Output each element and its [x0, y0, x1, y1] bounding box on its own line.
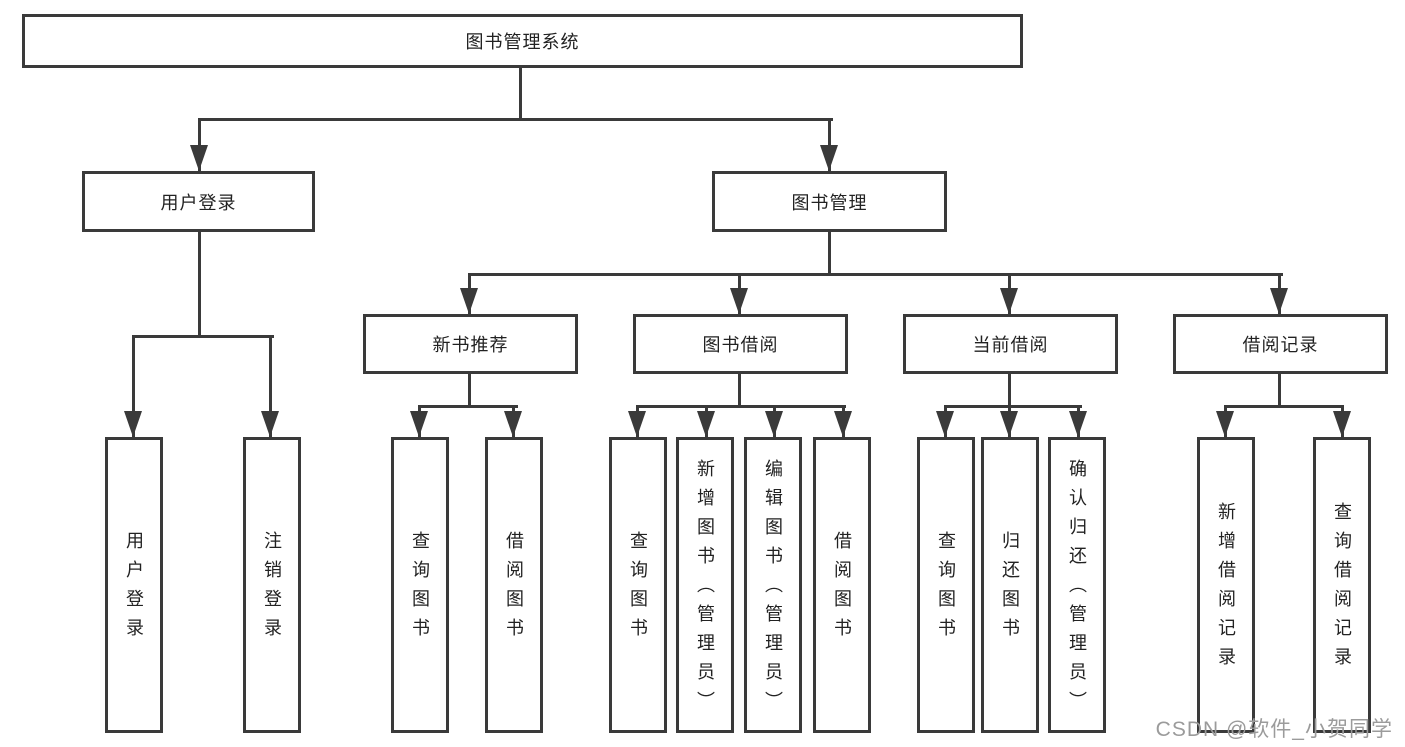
arrowhead-book-management [820, 145, 838, 171]
arrowhead-br-leaf1 [1216, 411, 1234, 437]
leaf-bb-edit-books-admin: 编辑图书（管理员） [744, 437, 802, 733]
leaf-br-add-record: 新增借阅记录 [1197, 437, 1255, 733]
arrowhead-book-borrow [730, 288, 748, 314]
connector-root-branch [198, 118, 833, 121]
arrowhead-current-borrow [1000, 288, 1018, 314]
node-new-book-recommend: 新书推荐 [363, 314, 578, 374]
arrowhead-bb-leaf4 [834, 411, 852, 437]
leaf-logout: 注销登录 [243, 437, 301, 733]
connector-root-stem [519, 68, 522, 121]
arrowhead-borrow-records [1270, 288, 1288, 314]
leaf-bb-query-books: 查询图书 [609, 437, 667, 733]
leaf-cb-query-books: 查询图书 [917, 437, 975, 733]
leaf-bb-add-books-admin: 新增图书（管理员） [676, 437, 734, 733]
arrowhead-rec-leaf2 [504, 411, 522, 437]
node-library-system: 图书管理系统 [22, 14, 1023, 68]
arrowhead-bb-leaf3 [765, 411, 783, 437]
connector-bb-stem [738, 374, 741, 408]
connector-rec-branch [418, 405, 518, 408]
leaf-user-login: 用户登录 [105, 437, 163, 733]
leaf-cb-confirm-return-admin: 确认归还（管理员） [1048, 437, 1106, 733]
connector-bb-branch [636, 405, 846, 408]
arrowhead-leaf-login [124, 411, 142, 437]
arrowhead-rec-leaf1 [410, 411, 428, 437]
arrowhead-cb-leaf3 [1069, 411, 1087, 437]
leaf-br-query-record: 查询借阅记录 [1313, 437, 1371, 733]
connector-rec-stem [468, 374, 471, 408]
connector-to-leaf-logout [269, 335, 272, 437]
leaf-cb-return-books: 归还图书 [981, 437, 1039, 733]
connector-cb-stem [1008, 374, 1011, 408]
connector-mgmt-branch [468, 273, 1283, 276]
connector-login-branch [132, 335, 274, 338]
connector-to-user-login [198, 118, 201, 171]
node-book-management: 图书管理 [712, 171, 947, 232]
arrowhead-user-login [190, 145, 208, 171]
csdn-watermark: CSDN @软件_小贺同学 [1155, 718, 1393, 741]
arrowhead-cb-leaf2 [1000, 411, 1018, 437]
arrowhead-new-book [460, 288, 478, 314]
connector-br-stem [1278, 374, 1281, 408]
arrowhead-cb-leaf1 [936, 411, 954, 437]
arrowhead-bb-leaf1 [628, 411, 646, 437]
connector-mgmt-stem [828, 232, 831, 276]
arrowhead-leaf-logout [261, 411, 279, 437]
leaf-rec-query-books: 查询图书 [391, 437, 449, 733]
connector-br-branch [1224, 405, 1344, 408]
node-borrow-records: 借阅记录 [1173, 314, 1388, 374]
connector-login-stem [198, 232, 201, 338]
arrowhead-br-leaf2 [1333, 411, 1351, 437]
leaf-bb-borrow-books: 借阅图书 [813, 437, 871, 733]
node-book-borrow: 图书借阅 [633, 314, 848, 374]
connector-to-leaf-login [132, 335, 135, 437]
node-user-login: 用户登录 [82, 171, 315, 232]
leaf-rec-borrow-books: 借阅图书 [485, 437, 543, 733]
node-current-borrow: 当前借阅 [903, 314, 1118, 374]
connector-to-book-management [828, 118, 831, 171]
arrowhead-bb-leaf2 [697, 411, 715, 437]
connector-cb-branch [944, 405, 1082, 408]
